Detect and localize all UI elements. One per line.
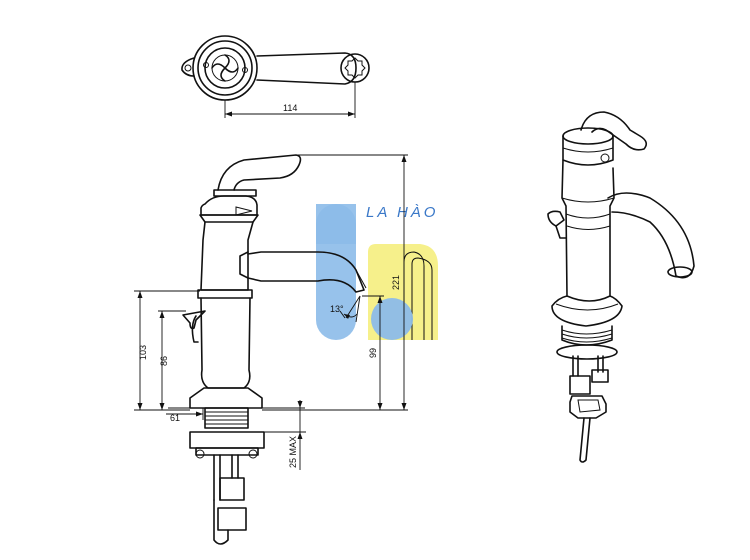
angle-label: 13° [330, 304, 344, 314]
logo-blue-dot [371, 298, 413, 340]
iso-pull-rod [555, 225, 567, 239]
side-shank-threads [205, 411, 248, 425]
dim-221-label: 221 [391, 275, 401, 290]
iso-body-ring-3 [566, 225, 611, 230]
side-spout [247, 251, 365, 293]
dim-86-arrow-top [159, 311, 165, 318]
side-lever [217, 154, 302, 191]
top-screw-right [242, 67, 248, 73]
top-lever-arm [256, 52, 357, 85]
side-elevation: 221 99 13° 103 86 61 [134, 154, 408, 545]
angle-leader [339, 310, 346, 319]
dim-114-label: 114 [283, 103, 297, 113]
iso-fitting-left [569, 375, 591, 395]
side-mount-plate [189, 431, 265, 449]
iso-stud-left [572, 355, 579, 377]
angle-arrow [344, 314, 350, 319]
top-cartridge-lobes [211, 54, 239, 82]
iso-fitting-lower [569, 395, 607, 419]
logo-arch-line-2 [411, 257, 433, 340]
side-body-lower [200, 297, 251, 389]
dim-25-label: 25 MAX [288, 436, 298, 468]
dim-25-arrow-bottom [297, 432, 303, 439]
side-cap [200, 195, 258, 216]
dim-103-arrow-bottom [137, 403, 143, 410]
side-hose-nut [219, 477, 245, 501]
iso-hose [579, 417, 591, 463]
iso-fitting-lower-hex [577, 399, 601, 413]
logo-arch-line-1 [403, 251, 425, 340]
side-base [189, 387, 263, 409]
iso-nut-threads [561, 329, 613, 343]
iso-spout [607, 192, 695, 279]
dim-221-arrow-top [401, 155, 407, 162]
side-bolt-right [248, 449, 258, 459]
top-screw-left [203, 62, 209, 68]
dim-103-arrow-top [137, 291, 143, 298]
dim-99-arrow-bottom [377, 403, 383, 410]
angle-line-slanted [345, 295, 361, 319]
side-cap-wedge [235, 206, 253, 216]
iso-body-ring-2 [565, 213, 611, 219]
iso-base-rim [555, 303, 619, 311]
dim-61-arrow [196, 411, 203, 417]
dim-61-label: 61 [170, 413, 180, 423]
side-lever-collar [213, 189, 257, 197]
side-spout-nozzle [355, 269, 367, 289]
dim-221-arrow-bottom [401, 403, 407, 410]
dim-114-arrow-right [348, 111, 355, 117]
dim-103-label: 103 [138, 345, 148, 360]
iso-cap-ring [562, 147, 614, 153]
side-hose [213, 499, 229, 545]
top-lever-end-knurl [344, 57, 366, 79]
iso-fitting-right [591, 369, 609, 383]
iso-spout-tip [667, 266, 693, 278]
dim-99-label: 99 [368, 348, 378, 358]
top-drain-tab [181, 57, 195, 77]
iso-cap-button [600, 153, 610, 163]
side-hose-nut-2 [217, 507, 247, 531]
top-drain-tab-hole [184, 64, 192, 72]
dim-25-arrow-top [297, 401, 303, 408]
iso-base [551, 295, 623, 327]
angle-line-vertical [355, 295, 361, 323]
iso-body [561, 159, 615, 302]
side-stud-left [213, 454, 221, 501]
iso-pull-knob [547, 210, 565, 227]
side-spout-knuckle [239, 251, 249, 279]
side-cap-band [199, 214, 259, 223]
watermark-logo: LA HÀO [316, 204, 438, 340]
logo-blue-stem-top [316, 204, 356, 244]
logo-text: LA HÀO [366, 204, 438, 221]
perspective-view [547, 111, 695, 463]
dim-99-arrow-top [377, 296, 383, 303]
iso-body-ring-1 [561, 197, 615, 203]
side-body-upper [200, 221, 254, 291]
top-view: 114 [181, 35, 370, 118]
iso-cap-top [562, 127, 614, 145]
dim-86-label: 86 [159, 356, 169, 366]
side-bolt-left [195, 449, 205, 459]
side-shank-nut [204, 407, 249, 429]
dim-86-arrow-bottom [159, 403, 165, 410]
iso-mount-plate [556, 344, 618, 360]
top-body-mid [197, 40, 253, 96]
side-pull-knob [182, 310, 206, 330]
side-stud-right [231, 454, 239, 479]
dim-114-arrow-left [225, 111, 232, 117]
side-body-ring [197, 289, 253, 299]
